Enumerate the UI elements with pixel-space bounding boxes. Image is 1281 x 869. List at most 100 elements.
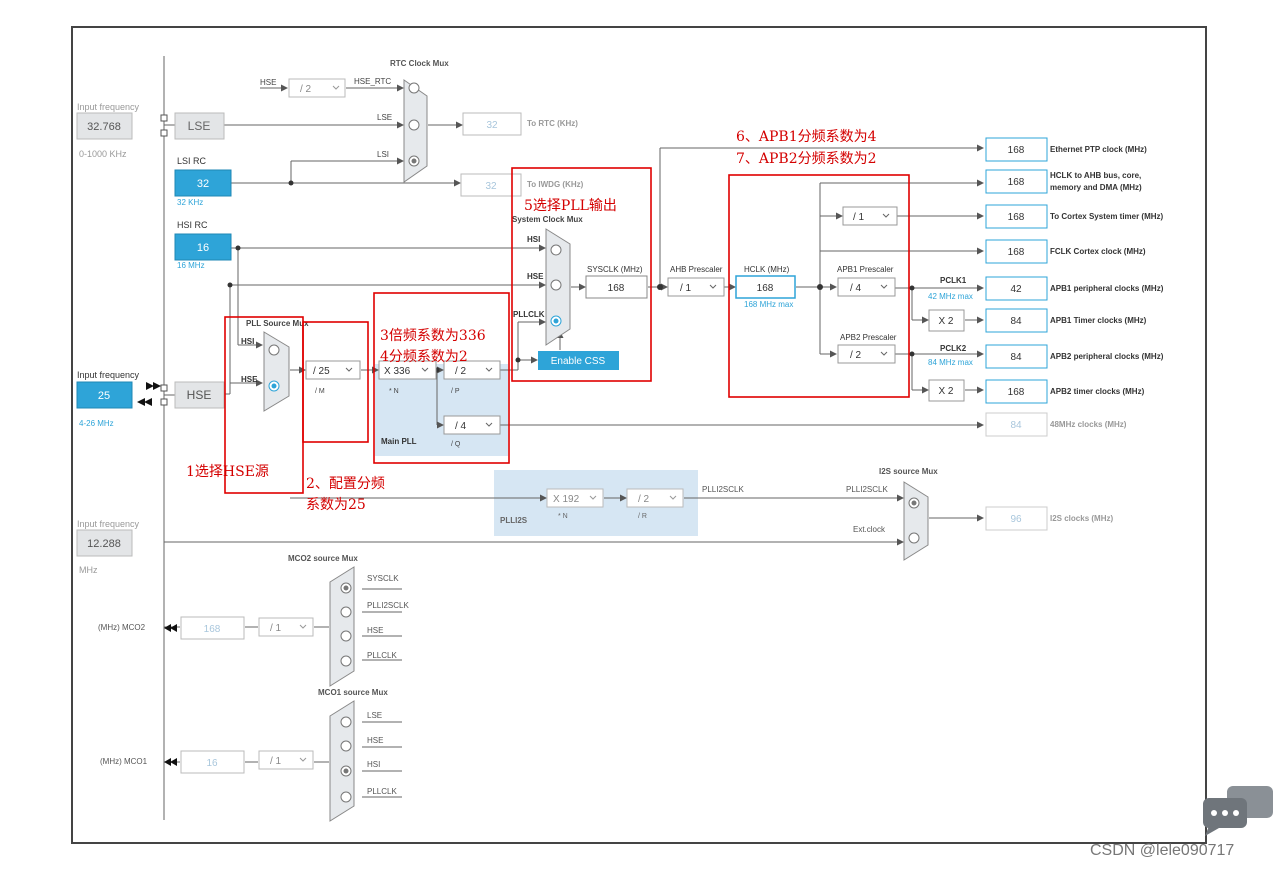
- output-value: 168: [1008, 145, 1025, 156]
- mco2-mux-label: MCO2 source Mux: [288, 554, 358, 563]
- lse-frequency-input[interactable]: [76, 112, 133, 140]
- output-i2s: 96 I2S clocks (MHz): [985, 506, 1113, 531]
- rtc-clock-mux: [403, 79, 428, 183]
- svg-text:/ 2: / 2: [455, 366, 467, 377]
- lse-range-label: 0-1000 KHz: [79, 149, 127, 159]
- output-label: APB2 timer clocks (MHz): [1050, 387, 1145, 396]
- pll-q-divider[interactable]: / 4: [443, 415, 501, 435]
- apb1-timer-multiplier-value: X 2: [938, 316, 953, 327]
- pll-q-label: / Q: [451, 441, 461, 448]
- lsi-unit: 32 KHz: [177, 198, 203, 207]
- output-value: 168: [1008, 212, 1025, 223]
- iwdg-output-label: To IWDG (KHz): [527, 180, 584, 189]
- mco1-mux-label: MCO1 source Mux: [318, 688, 388, 697]
- csdn-watermark: CSDN @lele090717: [1090, 842, 1235, 859]
- mco1-divider[interactable]: / 1: [258, 750, 314, 770]
- ext-frequency-value: 12.288: [87, 538, 121, 550]
- annotation-apb1: 6、APB1分频系数为4: [736, 129, 877, 145]
- ext-unit-label: MHz: [79, 565, 98, 575]
- annotation-apb2: 7、APB2分频系数为2: [736, 151, 877, 167]
- enable-css-button[interactable]: [538, 351, 619, 370]
- plli2s-r-divider[interactable]: / 2: [626, 488, 684, 508]
- pll-source-mux[interactable]: [263, 331, 290, 412]
- hse-pin-arrows: [137, 382, 177, 766]
- enable-css-label: Enable CSS: [551, 356, 606, 367]
- plli2s-n-multiplier[interactable]: X 192: [546, 488, 604, 508]
- output-fclk-cortex: 168 FCLK Cortex clock (MHz): [985, 239, 1146, 264]
- hse-block-label: HSE: [187, 388, 212, 402]
- pll-hse-label: HSE: [241, 375, 258, 384]
- rtc-lse-label: LSE: [377, 113, 392, 122]
- mco1-source-mux[interactable]: [329, 700, 355, 822]
- i2s-source-mux[interactable]: [903, 481, 929, 561]
- output-label: 48MHz clocks (MHz): [1050, 420, 1127, 429]
- pll-m-divider[interactable]: / 25: [305, 360, 361, 380]
- svg-text:/ 1: / 1: [270, 756, 282, 767]
- svg-text:/ 2: / 2: [300, 84, 312, 95]
- hse-block: [174, 381, 225, 409]
- output-label: To Cortex System timer (MHz): [1050, 212, 1164, 221]
- system-clock-mux[interactable]: [545, 228, 571, 346]
- svg-text:X 336: X 336: [384, 366, 411, 377]
- sys-hse-label: HSE: [527, 272, 544, 281]
- mco2-divider[interactable]: / 1: [258, 617, 314, 637]
- annotation-pll-m-line1: 2、配置分频: [306, 476, 385, 492]
- iwdg-output-value: 32: [485, 181, 497, 192]
- ahb-prescaler-select[interactable]: / 1: [667, 277, 725, 297]
- mco1-lse-label: LSE: [367, 711, 382, 720]
- pll-p-label: / P: [451, 388, 460, 395]
- output-apb2-peripheral: 84 APB2 peripheral clocks (MHz): [985, 344, 1164, 369]
- hse-frequency-input[interactable]: [76, 381, 133, 409]
- ext-frequency-input[interactable]: [76, 529, 133, 557]
- svg-text:/ 4: / 4: [455, 421, 467, 432]
- input-frequency-hse-label: Input frequency: [77, 370, 140, 380]
- mco1-hse-label: HSE: [367, 736, 383, 745]
- svg-text:/ 25: / 25: [313, 366, 330, 377]
- bus-connectors: [160, 114, 168, 406]
- pll-n-multiplier[interactable]: X 336: [378, 360, 437, 380]
- annotation-pll-output: 5选择PLL输出: [524, 198, 617, 214]
- output-value: 96: [1010, 514, 1022, 525]
- cortex-timer-divider[interactable]: / 1: [842, 206, 898, 226]
- output-value: 42: [1010, 284, 1022, 295]
- plli2sclk-label: PLLI2SCLK: [702, 485, 744, 494]
- sys-pllclk-label: PLLCLK: [513, 310, 545, 319]
- mco1-output-value: 16: [206, 758, 218, 769]
- output-value: 84: [1010, 420, 1022, 431]
- output-apb1-peripheral: 42 APB1 peripheral clocks (MHz): [985, 276, 1164, 301]
- apb2-prescaler-select[interactable]: / 2: [837, 344, 896, 364]
- annotation-box-pll-n-p: [373, 292, 510, 464]
- svg-text:/ 1: / 1: [853, 212, 865, 223]
- mco2-pllclk-label: PLLCLK: [367, 651, 397, 660]
- pll-p-divider[interactable]: / 2: [443, 360, 501, 380]
- plli2s-label: PLLI2S: [500, 516, 528, 525]
- mco1-pllclk-label: PLLCLK: [367, 787, 397, 796]
- apb1-timer-multiplier: [928, 309, 965, 332]
- rtc-mux-label: RTC Clock Mux: [390, 59, 449, 68]
- rtc-output-box: [462, 112, 522, 136]
- output-48mhz: 84 48MHz clocks (MHz): [985, 412, 1127, 437]
- hse-rtc-divider[interactable]: / 2: [288, 78, 346, 98]
- apb2-timer-multiplier-value: X 2: [938, 386, 953, 397]
- lse-block: [174, 112, 225, 140]
- svg-text:/ 2: / 2: [850, 350, 862, 361]
- output-label: I2S clocks (MHz): [1050, 514, 1113, 523]
- hclk-input[interactable]: [735, 275, 796, 299]
- pclk2-label: PCLK2: [940, 344, 967, 353]
- mco2-source-mux[interactable]: [329, 566, 355, 687]
- plli2s-r-label: / R: [638, 513, 647, 520]
- pll-n-label: * N: [389, 388, 399, 395]
- output-label-line2: memory and DMA (MHz): [1050, 183, 1142, 192]
- rtc-hse-input-label: HSE: [260, 78, 276, 87]
- annotation-pll-n: 3倍频系数为336: [380, 328, 486, 344]
- hse-frequency-value: 25: [98, 390, 110, 402]
- input-frequency-lse-label: Input frequency: [77, 102, 140, 112]
- mco2-hse-label: HSE: [367, 626, 383, 635]
- pclk2-max-label: 84 MHz max: [928, 358, 973, 367]
- apb1-prescaler-select[interactable]: / 4: [837, 277, 896, 297]
- output-value: 168: [1008, 177, 1025, 188]
- hclk-value: 168: [757, 283, 774, 294]
- chat-bubble-icon[interactable]: [1201, 786, 1273, 836]
- pll-hsi-label: HSI: [241, 337, 254, 346]
